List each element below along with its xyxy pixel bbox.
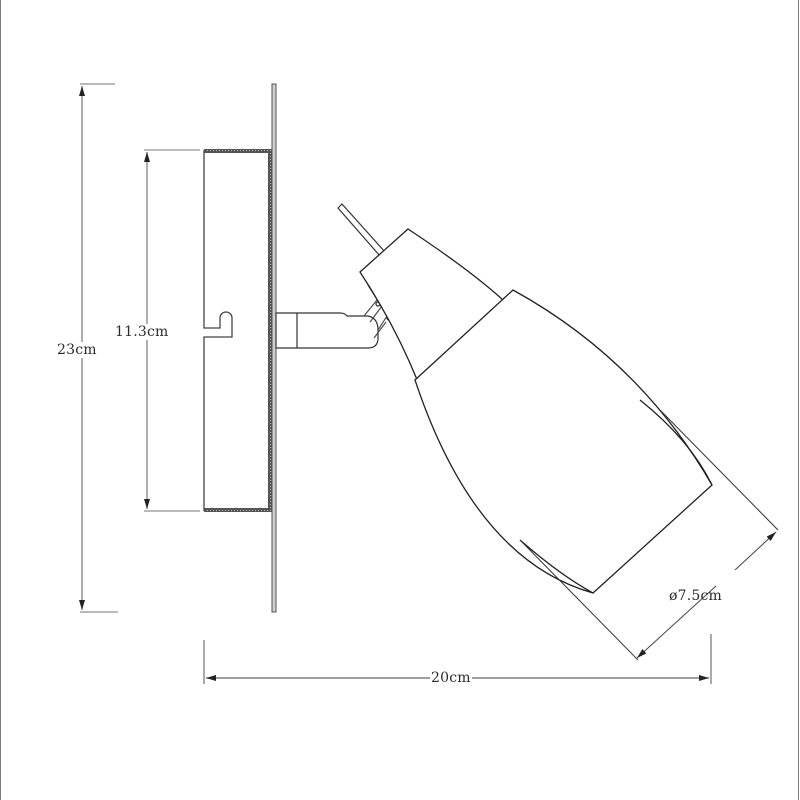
frame-border-right bbox=[798, 0, 799, 800]
frame-border-left bbox=[0, 0, 1, 800]
arm-connector bbox=[275, 299, 392, 349]
overall-height-label: 23cm bbox=[56, 342, 98, 358]
shade-diameter-label: ø7.5cm bbox=[669, 588, 723, 604]
switch-rod bbox=[337, 203, 386, 257]
mounting-box bbox=[203, 149, 272, 512]
shade-diameter-dimension bbox=[519, 409, 779, 661]
backplate-height-label: 11.3cm bbox=[114, 324, 170, 340]
lamp-shade bbox=[414, 289, 713, 594]
overall-depth-label: 20cm bbox=[430, 670, 472, 686]
